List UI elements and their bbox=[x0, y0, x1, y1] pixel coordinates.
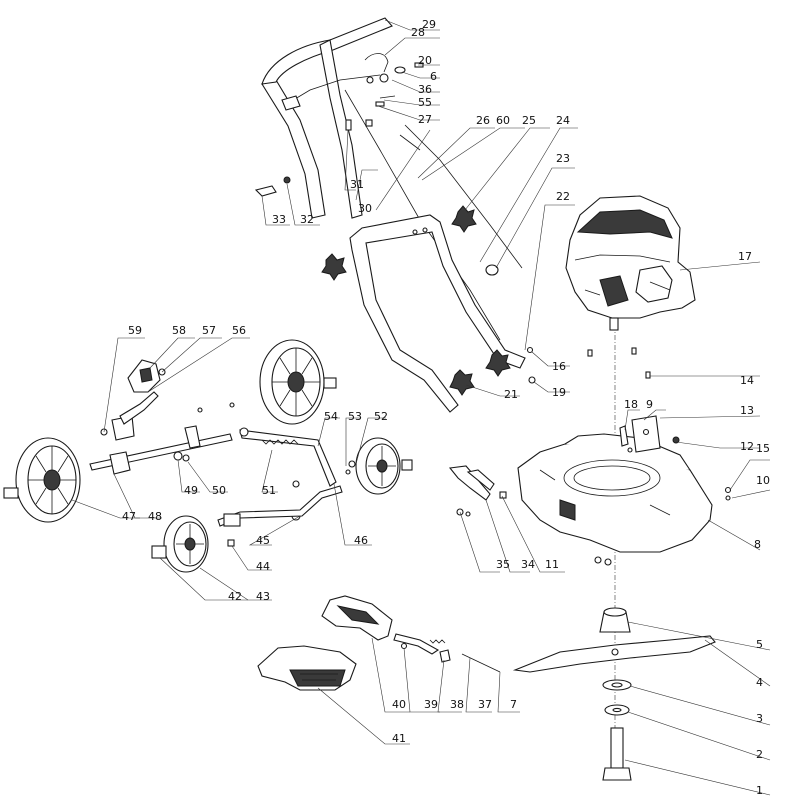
callout-35: 35 bbox=[496, 558, 510, 571]
washer-19 bbox=[528, 376, 536, 384]
spacer-washer bbox=[604, 704, 630, 716]
callout-8: 8 bbox=[754, 538, 761, 551]
height-adjust-lever bbox=[239, 427, 337, 487]
callout-13: 13 bbox=[740, 404, 754, 417]
callout-46: 46 bbox=[354, 534, 368, 547]
blade-adapter bbox=[599, 607, 631, 633]
callout-36: 36 bbox=[418, 83, 432, 96]
engine bbox=[565, 195, 696, 331]
callout-49: 49 bbox=[184, 484, 198, 497]
callout-7: 7 bbox=[510, 698, 517, 711]
callout-34: 34 bbox=[521, 558, 535, 571]
callout-60: 60 bbox=[496, 114, 510, 127]
height-lever-assembly bbox=[100, 359, 166, 441]
callout-45: 45 bbox=[256, 534, 270, 547]
star-knob-left bbox=[321, 253, 347, 281]
star-knob-25 bbox=[451, 205, 477, 233]
callout-54: 54 bbox=[324, 410, 338, 423]
callout-2: 2 bbox=[756, 748, 763, 761]
callout-14: 14 bbox=[740, 374, 754, 387]
callout-9: 9 bbox=[646, 398, 653, 411]
callout-19: 19 bbox=[552, 386, 566, 399]
rear-guard bbox=[321, 595, 393, 641]
callout-26: 26 bbox=[476, 114, 490, 127]
deck-nuts-under bbox=[594, 556, 612, 566]
blade-washer bbox=[602, 679, 632, 691]
callout-39: 39 bbox=[424, 698, 438, 711]
rear-bracket bbox=[631, 415, 680, 453]
blade bbox=[512, 635, 716, 673]
rear-axle bbox=[89, 425, 233, 475]
callout-55: 55 bbox=[418, 96, 432, 109]
engine-bolts bbox=[587, 347, 651, 379]
cable-clip bbox=[485, 264, 499, 276]
callout-38: 38 bbox=[450, 698, 464, 711]
callout-31: 31 bbox=[350, 178, 364, 191]
callout-17: 17 bbox=[738, 250, 752, 263]
callout-56: 56 bbox=[232, 324, 246, 337]
front-axle bbox=[217, 485, 343, 547]
callout-37: 37 bbox=[478, 698, 492, 711]
callout-44: 44 bbox=[256, 560, 270, 573]
callout-32: 32 bbox=[300, 213, 314, 226]
callout-24: 24 bbox=[556, 114, 570, 127]
side-bracket bbox=[448, 465, 507, 517]
callout-4: 4 bbox=[756, 676, 763, 689]
callout-15: 15 bbox=[756, 442, 770, 455]
callout-43: 43 bbox=[256, 590, 270, 603]
callout-22: 22 bbox=[556, 190, 570, 203]
star-knob-16 bbox=[485, 349, 511, 377]
callout-10: 10 bbox=[756, 474, 770, 487]
bolt-16 bbox=[526, 346, 534, 354]
callout-28: 28 bbox=[411, 26, 425, 39]
callout-20: 20 bbox=[418, 54, 432, 67]
rear-wheel-right bbox=[259, 339, 337, 425]
callout-57: 57 bbox=[202, 324, 216, 337]
callout-30: 30 bbox=[358, 202, 372, 215]
callout-12: 12 bbox=[740, 440, 754, 453]
star-knob-21 bbox=[449, 369, 475, 396]
front-wheel-right bbox=[355, 437, 413, 495]
upper-handle bbox=[261, 17, 393, 219]
deck-hardware-18 bbox=[619, 425, 633, 453]
leader-lines bbox=[71, 19, 771, 796]
front-wheel-left bbox=[151, 515, 209, 573]
callout-53: 53 bbox=[348, 410, 362, 423]
grass-bag bbox=[257, 645, 357, 691]
callout-42: 42 bbox=[228, 590, 242, 603]
callout-3: 3 bbox=[756, 712, 763, 725]
callout-58: 58 bbox=[172, 324, 186, 337]
callout-1: 1 bbox=[756, 784, 763, 797]
callout-5: 5 bbox=[756, 638, 763, 651]
callout-48: 48 bbox=[148, 510, 162, 523]
spring bbox=[261, 439, 299, 445]
deck-screws-right bbox=[724, 486, 732, 501]
callout-11: 11 bbox=[545, 558, 559, 571]
bag-hook-and-spring bbox=[393, 633, 501, 673]
callout-47: 47 bbox=[122, 510, 136, 523]
callout-51: 51 bbox=[262, 484, 276, 497]
callout-41: 41 bbox=[392, 732, 406, 745]
callout-33: 33 bbox=[272, 213, 286, 226]
callout-29: 29 bbox=[422, 18, 436, 31]
callout-23: 23 bbox=[556, 152, 570, 165]
knobs-and-bolts-upper bbox=[254, 119, 352, 197]
blade-bolt bbox=[602, 727, 632, 781]
callout-16: 16 bbox=[552, 360, 566, 373]
callout-6: 6 bbox=[430, 70, 437, 83]
rear-wheel-left bbox=[3, 437, 81, 523]
callout-18: 18 bbox=[624, 398, 638, 411]
mower-deck bbox=[517, 433, 713, 553]
callout-59: 59 bbox=[128, 324, 142, 337]
callout-27: 27 bbox=[418, 113, 432, 126]
callout-21: 21 bbox=[504, 388, 518, 401]
lower-handle bbox=[349, 214, 526, 413]
callout-25: 25 bbox=[522, 114, 536, 127]
callout-40: 40 bbox=[392, 698, 406, 711]
callout-50: 50 bbox=[212, 484, 226, 497]
callout-labels: 29 28 20 6 36 55 27 26 60 25 24 23 22 30… bbox=[122, 18, 770, 797]
callout-52: 52 bbox=[374, 410, 388, 423]
